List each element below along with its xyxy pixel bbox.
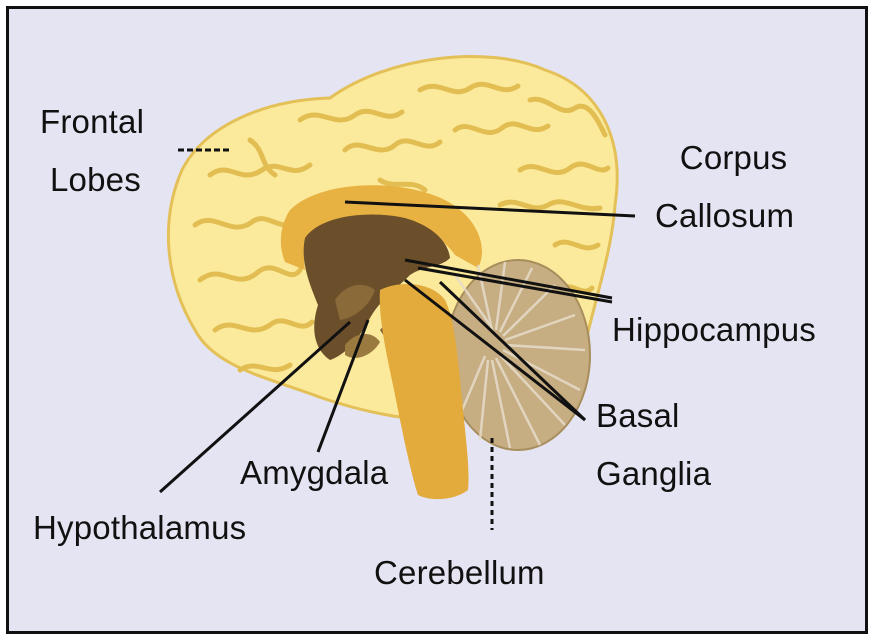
label-corpus-callosum: Corpus Callosum (655, 140, 794, 234)
label-corpus-line2: Callosum (655, 198, 794, 234)
label-hypothalamus: Hypothalamus (33, 510, 246, 546)
label-frontal-line2: Lobes (40, 162, 144, 198)
label-basal-ganglia: Basal Ganglia (596, 398, 711, 492)
label-cerebellum: Cerebellum (374, 555, 545, 591)
label-amygdala: Amygdala (240, 455, 388, 491)
label-basal-line2: Ganglia (596, 456, 711, 492)
label-hippocampus: Hippocampus (612, 312, 816, 348)
label-basal-line1: Basal (596, 398, 711, 434)
label-frontal-line1: Frontal (40, 104, 144, 140)
label-corpus-line1: Corpus (655, 140, 794, 176)
label-frontal-lobes: Frontal Lobes (40, 104, 144, 198)
